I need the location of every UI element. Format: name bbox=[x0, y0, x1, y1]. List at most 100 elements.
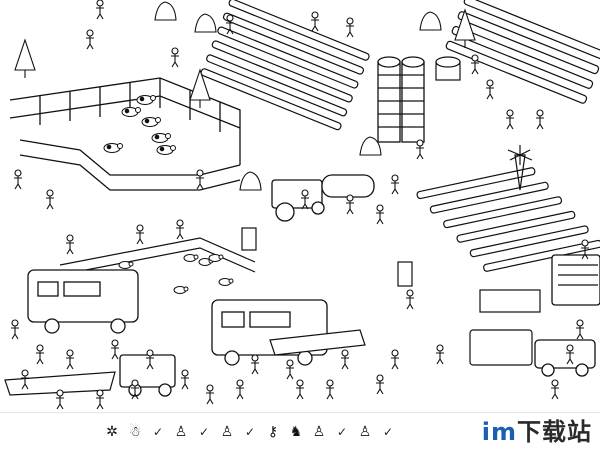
pig-yard-fence[interactable] bbox=[59, 237, 256, 276]
folk[interactable] bbox=[14, 169, 22, 190]
folk[interactable] bbox=[326, 379, 334, 400]
folk[interactable] bbox=[566, 344, 574, 365]
folk[interactable] bbox=[11, 319, 19, 340]
folk[interactable] bbox=[296, 379, 304, 400]
folk[interactable] bbox=[36, 344, 44, 365]
cow[interactable] bbox=[141, 117, 161, 127]
pig[interactable] bbox=[118, 261, 134, 269]
cow[interactable] bbox=[121, 107, 141, 117]
rock[interactable] bbox=[194, 13, 217, 33]
rocks bbox=[154, 1, 442, 191]
trees bbox=[14, 8, 476, 108]
target-check-icon[interactable]: ✓ bbox=[244, 425, 256, 439]
target-person-icon[interactable]: ♙ bbox=[358, 424, 372, 440]
portable-toilet[interactable] bbox=[241, 227, 413, 287]
folk[interactable] bbox=[171, 47, 179, 68]
pig[interactable] bbox=[218, 278, 234, 286]
folk[interactable] bbox=[86, 29, 94, 50]
watermark: im下载站 bbox=[482, 415, 592, 449]
folk[interactable] bbox=[206, 384, 214, 405]
pig[interactable] bbox=[173, 286, 189, 294]
folk[interactable] bbox=[406, 289, 414, 310]
market-stall[interactable] bbox=[4, 329, 366, 396]
folk[interactable] bbox=[346, 194, 354, 215]
target-bar: ✲ ☃ ✓ ♙ ✓ ♙ ✓ ⚷ ♞ ♙ ✓ ♙ ✓ im下载站 bbox=[0, 412, 600, 449]
target-person-arms-up-icon[interactable]: ☃ bbox=[128, 424, 142, 440]
folk[interactable] bbox=[66, 234, 74, 255]
folk[interactable] bbox=[576, 319, 584, 340]
folk[interactable] bbox=[21, 369, 29, 390]
folk[interactable] bbox=[96, 389, 104, 410]
target-key-icon[interactable]: ⚷ bbox=[267, 424, 279, 440]
folk[interactable] bbox=[286, 359, 294, 380]
folk[interactable] bbox=[196, 169, 204, 190]
pig[interactable] bbox=[183, 254, 199, 262]
rv-trailer-center[interactable] bbox=[211, 299, 328, 366]
livestock-trailer-right[interactable] bbox=[551, 254, 600, 306]
folk[interactable] bbox=[136, 224, 144, 245]
folk[interactable] bbox=[131, 379, 139, 400]
folk[interactable] bbox=[96, 0, 104, 20]
folk[interactable] bbox=[436, 344, 444, 365]
folk[interactable] bbox=[391, 174, 399, 195]
folk[interactable] bbox=[581, 239, 589, 260]
target-gear-icon[interactable]: ✲ bbox=[106, 424, 118, 440]
rock[interactable] bbox=[359, 136, 382, 156]
farm-scene[interactable] bbox=[0, 0, 600, 412]
folk[interactable] bbox=[346, 17, 354, 38]
folk[interactable] bbox=[251, 354, 259, 375]
tree-stump[interactable] bbox=[435, 56, 461, 81]
folk[interactable] bbox=[471, 54, 479, 75]
target-check-icon[interactable]: ✓ bbox=[336, 425, 348, 439]
folk[interactable] bbox=[236, 379, 244, 400]
cow[interactable] bbox=[151, 133, 171, 143]
target-sheep-icon[interactable]: ♞ bbox=[289, 424, 303, 440]
folk[interactable] bbox=[341, 349, 349, 370]
tractor[interactable] bbox=[271, 174, 375, 222]
folk[interactable] bbox=[506, 109, 514, 130]
target-person-standing-icon[interactable]: ♙ bbox=[312, 424, 326, 440]
target-check-icon[interactable]: ✓ bbox=[382, 425, 394, 439]
cow[interactable] bbox=[103, 143, 123, 153]
cow[interactable] bbox=[136, 95, 156, 105]
target-person-icon[interactable]: ♙ bbox=[220, 424, 234, 440]
pickup-truck-bottom[interactable] bbox=[119, 354, 176, 397]
pig[interactable] bbox=[208, 254, 224, 262]
folk[interactable] bbox=[46, 189, 54, 210]
hidden-folks bbox=[11, 0, 589, 410]
folk[interactable] bbox=[376, 374, 384, 395]
flatbed-trailer[interactable] bbox=[469, 289, 541, 366]
folk[interactable] bbox=[536, 109, 544, 130]
folk[interactable] bbox=[376, 204, 384, 225]
tree[interactable] bbox=[189, 68, 211, 108]
target-person-icon[interactable]: ♙ bbox=[174, 424, 188, 440]
folk[interactable] bbox=[56, 389, 64, 410]
target-check-icon[interactable]: ✓ bbox=[152, 425, 164, 439]
rock[interactable] bbox=[419, 11, 442, 31]
folk[interactable] bbox=[416, 139, 424, 160]
tree[interactable] bbox=[454, 8, 476, 48]
folk[interactable] bbox=[176, 219, 184, 240]
tree[interactable] bbox=[14, 38, 36, 78]
folk[interactable] bbox=[181, 369, 189, 390]
folk[interactable] bbox=[486, 79, 494, 100]
folk[interactable] bbox=[111, 339, 119, 360]
rock[interactable] bbox=[239, 171, 262, 191]
rock[interactable] bbox=[154, 1, 177, 21]
windmill[interactable] bbox=[507, 145, 533, 191]
cows bbox=[103, 95, 176, 155]
folk[interactable] bbox=[391, 349, 399, 370]
folk[interactable] bbox=[311, 11, 319, 32]
cow[interactable] bbox=[156, 145, 176, 155]
folk[interactable] bbox=[226, 14, 234, 35]
crop-fields[interactable] bbox=[200, 0, 600, 282]
grain-silos[interactable] bbox=[377, 56, 425, 143]
folk[interactable] bbox=[66, 349, 74, 370]
pickup-truck-right[interactable] bbox=[534, 339, 596, 377]
target-check-icon[interactable]: ✓ bbox=[198, 425, 210, 439]
folk[interactable] bbox=[551, 379, 559, 400]
rv-trailer-left[interactable] bbox=[27, 269, 139, 334]
folk[interactable] bbox=[146, 349, 154, 370]
folk[interactable] bbox=[301, 189, 309, 210]
